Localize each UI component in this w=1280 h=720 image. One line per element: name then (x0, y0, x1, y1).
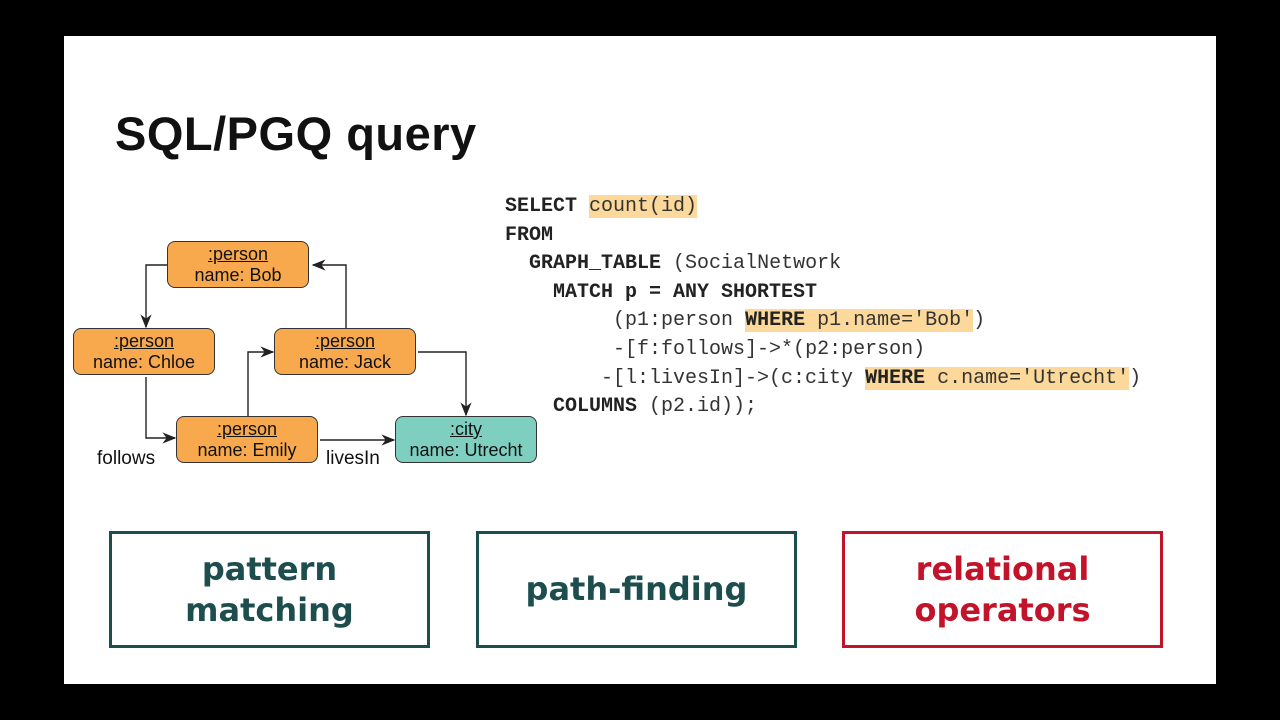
code-keyword: WHERE (745, 309, 806, 333)
code-text: c.name='Utrecht' (925, 366, 1130, 390)
graph-edges (140, 259, 472, 446)
sql-code-block: SELECT count(id)FROM GRAPH_TABLE (Social… (505, 193, 1141, 422)
feature-path-finding: path-finding (476, 531, 797, 648)
code-highlight: count(id) (589, 195, 698, 218)
edge-chloe-emily (145, 377, 177, 444)
node-label: :person (216, 419, 278, 439)
code-text: ) (973, 309, 986, 333)
code-highlight: WHERE p1.name='Bob' (745, 309, 974, 333)
feature-text: path-finding (525, 570, 748, 608)
code-keyword: WHERE (865, 366, 926, 390)
node-emily: :person name: Emily (176, 416, 318, 463)
code-line: GRAPH_TABLE (SocialNetwork (505, 250, 1141, 279)
node-name: name: Jack (298, 352, 392, 372)
feature-text: matching (185, 590, 354, 629)
edge-emily-jack (247, 346, 275, 416)
code-line: COLUMNS (p2.id)); (505, 393, 1141, 422)
feature-text: operators (914, 590, 1091, 629)
node-chloe: :person name: Chloe (73, 328, 215, 375)
code-text: (p2.id)); (637, 395, 758, 419)
code-text: ) (1129, 366, 1142, 390)
edge-jack-utrecht (418, 351, 472, 417)
code-text: p1.name='Bob' (805, 309, 974, 333)
node-name: name: Utrecht (409, 440, 523, 460)
code-line: -[f:follows]->*(p2:person) (505, 336, 1141, 365)
code-text: -[f:follows]->*(p2:person) (613, 337, 926, 361)
code-keyword: SELECT (505, 195, 578, 218)
edge-label-livesin: livesIn (326, 448, 380, 469)
node-bob: :person name: Bob (167, 241, 309, 288)
edge-jack-bob (311, 259, 347, 328)
code-line: (p1:person WHERE p1.name='Bob') (505, 307, 1141, 336)
slide: SQL/PGQ query :person name: Bob :person (64, 36, 1216, 684)
edge-label-follows: follows (97, 448, 156, 469)
code-keyword: MATCH p = ANY SHORTEST (553, 280, 818, 304)
code-line: MATCH p = ANY SHORTEST (505, 279, 1141, 308)
edge-bob-chloe (140, 264, 167, 329)
node-label: :person (314, 331, 376, 351)
slide-title: SQL/PGQ query (115, 107, 477, 160)
code-text: -[l:livesIn]->(c:city (601, 366, 866, 390)
code-line: FROM (505, 222, 1141, 251)
node-label: :person (113, 331, 175, 351)
node-name: name: Bob (194, 265, 282, 285)
code-keyword: GRAPH_TABLE (529, 252, 662, 276)
code-text: (p1:person (613, 309, 746, 333)
node-name: name: Emily (197, 440, 297, 460)
node-label: :person (207, 244, 269, 264)
node-label: :city (449, 419, 482, 439)
code-line: -[l:livesIn]->(c:city WHERE c.name='Utre… (505, 365, 1141, 394)
node-jack: :person name: Jack (274, 328, 416, 375)
feature-text: relational (915, 549, 1090, 588)
node-name: name: Chloe (92, 352, 196, 372)
code-line: SELECT count(id) (505, 193, 1141, 222)
code-keyword: COLUMNS (553, 395, 638, 419)
node-utrecht: :city name: Utrecht (395, 416, 537, 463)
code-highlight: WHERE c.name='Utrecht' (865, 366, 1130, 390)
code-text: (SocialNetwork (661, 252, 842, 276)
feature-text: pattern (201, 549, 338, 588)
code-keyword: FROM (505, 223, 554, 247)
